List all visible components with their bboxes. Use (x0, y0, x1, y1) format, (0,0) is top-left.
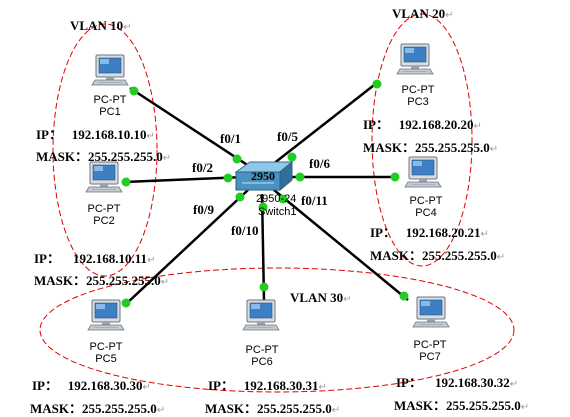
pc3-mask: MASK：255.255.255.0↵ (363, 140, 499, 155)
port-label-f0-1: f0/1 (220, 131, 241, 146)
switch-icon[interactable] (234, 160, 294, 192)
pc2-computer-icon[interactable] (85, 161, 123, 193)
pc7-ip: IP： 192.168.30.32↵ (396, 375, 519, 390)
pc3-computer-icon[interactable] (396, 43, 434, 75)
switch-model-bottom: 2950-24 (256, 193, 297, 205)
link-pc6 (260, 193, 266, 301)
vlan30-boundary (39, 267, 515, 393)
port-label-f0-11: f0/11 (301, 193, 328, 208)
port-dot-pc3-end (372, 79, 382, 89)
pc7-mask: MASK：255.255.255.0↵ (394, 398, 530, 413)
pc6-ip: IP： 192.168.30.31↵ (208, 378, 327, 393)
port-label-f0-5: f0/5 (277, 129, 298, 144)
pc4-computer-icon[interactable] (404, 156, 442, 188)
vlan30-title: VLAN 30↵ (290, 290, 352, 305)
port-label-f0-9: f0/9 (193, 202, 214, 217)
switch-name: Switch1 (258, 206, 297, 218)
port-dot-f0-11 (278, 194, 288, 204)
port-label-f0-2: f0/2 (192, 160, 213, 175)
port-label-f0-6: f0/6 (309, 156, 330, 171)
pc5-computer-icon[interactable] (87, 299, 125, 331)
pc6-mask: MASK：255.255.255.0↵ (205, 401, 341, 416)
link-pc3 (267, 81, 379, 169)
port-dot-pc5-end (121, 298, 131, 308)
pc2-mask: MASK：255.255.255.0↵ (34, 273, 170, 288)
pc2-ip: IP： 192.168.10.11↵ (34, 251, 156, 266)
pc3-ip: IP： 192.168.20.20↵ (363, 117, 482, 132)
pc1-computer-icon[interactable] (91, 54, 129, 86)
port-dot-f0-5 (287, 152, 297, 162)
vlan20-boundary (371, 13, 473, 267)
pc1-mask: MASK：255.255.255.0↵ (36, 149, 172, 164)
vlan20-title: VLAN 20↵ (392, 6, 454, 21)
port-dot-pc2-end (121, 177, 131, 187)
link-pc7 (273, 189, 409, 301)
pc7-computer-icon[interactable] (412, 296, 450, 328)
pc5-ip: IP： 192.168.30.30↵ (32, 378, 151, 393)
pc1-ip: IP： 192.168.10.10↵ (36, 127, 155, 142)
pc4-ip: IP： 192.168.20.21↵ (370, 225, 489, 240)
pc4-mask: MASK：255.255.255.0↵ (370, 248, 506, 263)
switch-model-top: 2950 (251, 169, 275, 183)
vlan10-title: VLAN 10↵ (70, 18, 132, 33)
pc6-computer-icon[interactable] (242, 299, 280, 331)
port-dot-f0-1 (232, 154, 242, 164)
port-dot-pc1-end (129, 86, 139, 96)
port-dot-pc7-end (399, 291, 409, 301)
port-dot-f0-2 (223, 173, 233, 183)
port-dot-f0-6 (295, 172, 305, 182)
port-dot-f0-9 (235, 192, 245, 202)
pc5-mask: MASK：255.255.255.0↵ (30, 401, 166, 416)
port-dot-pc6-end (259, 282, 269, 292)
port-label-f0-10: f0/10 (231, 223, 259, 238)
vlan10-boundary (52, 23, 158, 277)
port-dot-f0-10 (258, 202, 268, 212)
port-dot-pc4-end (390, 172, 400, 182)
link-pc5 (125, 189, 249, 305)
